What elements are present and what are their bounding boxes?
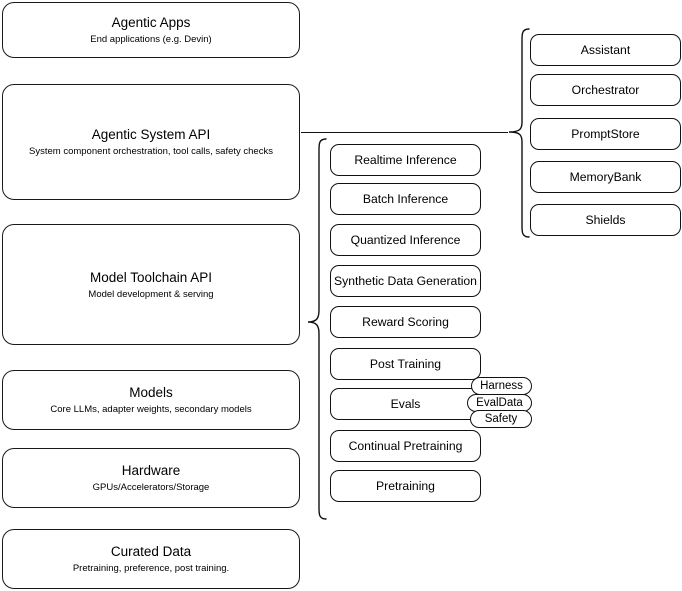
eval-subcomponent-label: Harness [480,380,523,392]
layer-subtitle: Core LLMs, adapter weights, secondary mo… [50,404,252,415]
layer-title: Agentic System API [91,127,211,142]
layer-box-agentic-system-api[interactable]: Agentic System API System component orch… [2,84,300,200]
agentic-component-memorybank[interactable]: MemoryBank [530,161,681,193]
layer-title: Agentic Apps [111,15,191,30]
connector-line-agentic-system [301,132,508,134]
toolchain-item-pretraining[interactable]: Pretraining [330,470,481,502]
layer-subtitle: End applications (e.g. Devin) [90,34,212,45]
agentic-component-label: MemoryBank [569,170,642,184]
toolchain-item-label: Realtime Inference [354,153,457,167]
eval-subcomponent-harness[interactable]: Harness [471,377,532,395]
toolchain-item-continual-pretraining[interactable]: Continual Pretraining [330,430,481,462]
eval-subcomponent-label: EvalData [476,397,523,409]
layer-title: Models [129,385,173,400]
agentic-component-orchestrator[interactable]: Orchestrator [530,74,681,106]
layer-subtitle: Pretraining, preference, post training. [72,563,230,574]
layer-box-agentic-apps[interactable]: Agentic Apps End applications (e.g. Devi… [2,2,300,58]
eval-subcomponent-safety[interactable]: Safety [470,410,532,428]
brace-toolchain-components [304,138,328,520]
toolchain-item-evals[interactable]: Evals [330,388,481,420]
toolchain-item-batch-inference[interactable]: Batch Inference [330,183,481,215]
toolchain-item-label: Quantized Inference [350,233,461,247]
toolchain-item-reward-scoring[interactable]: Reward Scoring [330,306,481,338]
toolchain-item-label: Synthetic Data Generation [334,274,477,288]
layer-title: Hardware [121,463,181,478]
layer-box-model-toolchain-api[interactable]: Model Toolchain API Model development & … [2,224,300,345]
agentic-component-assistant[interactable]: Assistant [530,34,681,66]
agentic-component-label: Assistant [580,43,631,57]
toolchain-item-quantized-inference[interactable]: Quantized Inference [330,224,481,256]
brace-agentic-system-components [505,28,531,238]
agentic-component-label: Orchestrator [571,83,640,97]
toolchain-item-label: Pretraining [376,479,435,493]
layer-subtitle: GPUs/Accelerators/Storage [92,482,210,493]
agentic-component-label: Shields [585,213,626,227]
agentic-component-shields[interactable]: Shields [530,204,681,236]
layer-subtitle: System component orchestration, tool cal… [29,146,273,157]
layer-box-curated-data[interactable]: Curated Data Pretraining, preference, po… [2,529,300,589]
eval-subcomponent-label: Safety [484,413,518,425]
layer-box-models[interactable]: Models Core LLMs, adapter weights, secon… [2,370,300,430]
agentic-component-label: PromptStore [571,127,640,141]
toolchain-item-label: Reward Scoring [362,315,449,329]
toolchain-item-label: Evals [390,397,421,411]
layer-subtitle: Model development & serving [88,288,214,300]
toolchain-item-post-training[interactable]: Post Training [330,348,481,380]
agentic-component-promptstore[interactable]: PromptStore [530,118,681,150]
toolchain-item-label: Batch Inference [362,192,449,206]
layer-title: Curated Data [110,544,192,559]
toolchain-item-label: Post Training [369,357,442,371]
toolchain-item-label: Continual Pretraining [348,439,463,453]
layer-title: Model Toolchain API [89,269,213,285]
toolchain-item-realtime-inference[interactable]: Realtime Inference [330,144,481,176]
layer-box-hardware[interactable]: Hardware GPUs/Accelerators/Storage [2,448,300,508]
toolchain-item-synthetic-data-generation[interactable]: Synthetic Data Generation [330,265,481,297]
